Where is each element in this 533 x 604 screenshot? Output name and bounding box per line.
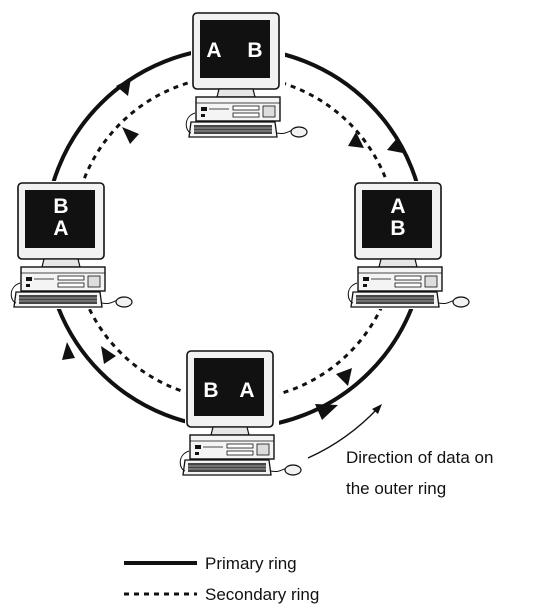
workstation-left: B A: [10, 181, 133, 309]
primary-arrow-bottom-right: [315, 404, 338, 420]
legend-secondary-label: Secondary ring: [205, 585, 319, 604]
screen-label-right-2: B: [390, 217, 405, 240]
screen-label-bottom-1: B: [203, 379, 218, 402]
workstation-right: A B: [347, 181, 470, 309]
primary-arrow-right-top: [387, 137, 403, 153]
screen-label-left-2: A: [53, 217, 68, 240]
workstation-top: A B: [185, 11, 308, 139]
screen-label-top-2: B: [247, 39, 262, 62]
direction-caption-line2: the outer ring: [346, 479, 446, 498]
screen-label-bottom-2: A: [239, 379, 254, 402]
screen-label-left-1: B: [53, 195, 68, 218]
primary-arrow-left-top: [116, 78, 131, 96]
screen-label-top-1: A: [206, 39, 221, 62]
secondary-arrow-left-bottom: [101, 346, 116, 364]
secondary-arrow-right-top: [348, 132, 364, 148]
direction-arrow: [307, 407, 379, 459]
legend-primary-label: Primary ring: [205, 554, 297, 573]
secondary-arrow-right-bottom: [336, 368, 352, 386]
primary-arrow-left-bottom: [62, 342, 75, 360]
screen-label-right-1: A: [390, 195, 405, 218]
direction-caption-line1: Direction of data on: [346, 448, 493, 467]
direction-arrowhead: [372, 404, 382, 414]
workstation-bottom: B A: [179, 349, 302, 477]
secondary-arrow-left-top: [122, 127, 139, 144]
